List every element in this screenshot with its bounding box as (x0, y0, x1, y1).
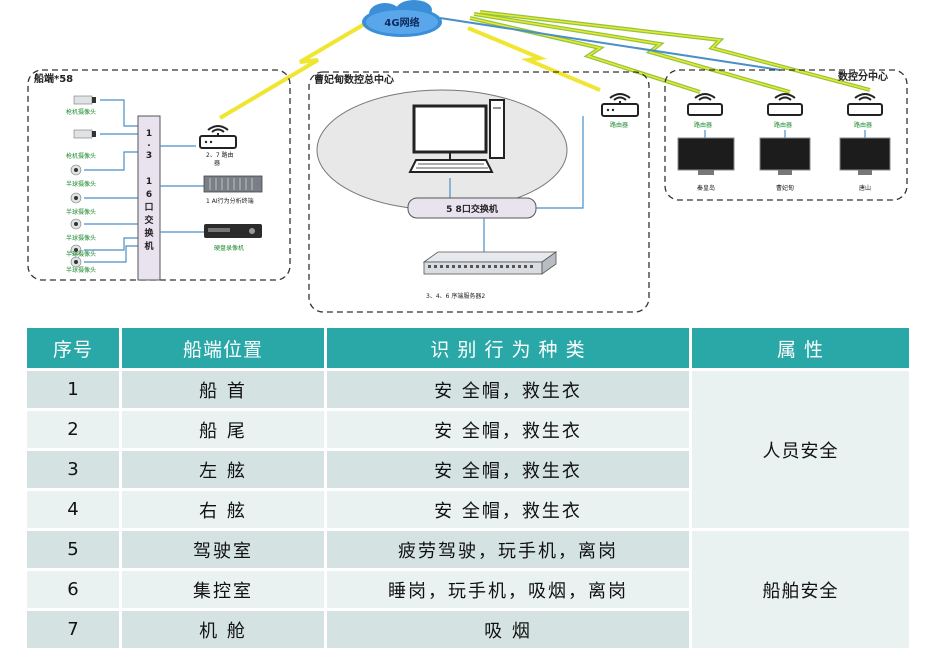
table-row: 5 驾驶室 疲劳驾驶，玩手机，离岗 船舶安全 (24, 528, 912, 651)
gun-camera-icon (73, 95, 96, 105)
header-behaviors: 识 别 行 为 种 类 (324, 325, 692, 371)
monitor-icon (677, 137, 735, 175)
dome-camera-icon (70, 256, 82, 268)
center-switch-label: 5 8口交换机 (446, 203, 498, 215)
row-behaviors: 睡岗，玩手机，吸烟，离岗 (324, 568, 692, 611)
header-location: 船端位置 (119, 325, 327, 371)
ship-switch (137, 115, 161, 281)
branch-site-2: 路由器 曹妃甸 (759, 93, 811, 192)
server-icon (422, 251, 558, 275)
camera-label: 半球摄像头 (66, 234, 96, 242)
wireless-link-branch-3b (479, 11, 871, 91)
table-row: 2 船 尾 安 全帽，救生衣 (24, 408, 911, 451)
row-location: 机 舱 (119, 608, 327, 651)
row-location: 驾驶室 (119, 528, 327, 571)
wireless-link-branch-2b (473, 13, 791, 93)
row-location: 右 舷 (119, 488, 327, 531)
camera-label: 枪机摄像头 (66, 108, 96, 116)
cloud-icon (362, 0, 442, 37)
header-no: 序号 (24, 325, 122, 371)
row-location: 船 尾 (119, 408, 327, 451)
camera-label: 半球摄像头 (66, 266, 96, 274)
monitor-icon (839, 137, 891, 175)
monitor-icon (759, 137, 811, 175)
center-region-title: 曹妃甸数控总中心 (314, 73, 394, 86)
ship-router-label: 2、7 路由器 (206, 151, 234, 167)
ai-terminal-icon (203, 175, 263, 193)
router-icon (199, 125, 237, 149)
branch-region-title: 数控分中心 (838, 70, 888, 83)
row-attribute: 人员安全 (689, 368, 912, 531)
branch-site-3: 路由器 唐山 (839, 93, 891, 192)
row-no: 1 (24, 368, 122, 411)
header-attribute: 属 性 (689, 325, 912, 371)
camera-list: 枪机摄像头 枪机摄像头 半球摄像头 半球摄像头 半球摄像头 半球摄像头 半球摄像… (66, 95, 96, 274)
computer-icon (408, 99, 505, 173)
table-row: 6 集控室 睡岗，玩手机，吸烟，离岗 (24, 568, 911, 611)
ship-switch-label-top: 1.3 (146, 129, 152, 161)
site-label: 曹妃甸 (776, 184, 794, 192)
camera-label: 半球摄像头 (66, 250, 96, 258)
switch-router-link (536, 116, 584, 209)
table-row: 3 左 舷 安 全帽，救生衣 (24, 448, 911, 491)
gun-camera-icon (73, 129, 96, 139)
network-diagram: 4G网络 船端*58 枪机摄像头 枪机摄像头 半球摄像头 半球摄像头 半球摄像头… (27, 0, 908, 313)
row-attribute: 船舶安全 (689, 528, 912, 651)
dome-camera-icon (70, 218, 82, 230)
branch-site-1: 路由器 秦皇岛 (677, 93, 735, 192)
nvr-label: 硬盘录像机 (214, 244, 244, 252)
table-row: 1 船 首 安 全帽，救生衣 人员安全 (24, 368, 912, 531)
camera-links (84, 99, 138, 263)
row-behaviors: 安 全帽，救生衣 (324, 368, 692, 411)
center-region (308, 71, 650, 313)
ship-device-links (160, 145, 204, 233)
center-router-label: 路由器 (610, 121, 628, 129)
row-behaviors: 安 全帽，救生衣 (324, 488, 692, 531)
wireless-links (218, 10, 871, 120)
row-no: 2 (24, 408, 122, 451)
router-icon (687, 93, 723, 116)
nvr-icon (204, 224, 262, 238)
camera-label: 半球摄像头 (66, 208, 96, 216)
dome-camera-icon (70, 192, 82, 204)
row-no: 5 (24, 528, 122, 571)
wireless-link-main (439, 17, 781, 71)
ai-terminal-label: 1 AI行为分析终端 (206, 197, 254, 205)
cloud-label: 4G网络 (384, 16, 419, 29)
row-behaviors: 吸 烟 (324, 608, 692, 651)
site-label: 秦皇岛 (697, 184, 715, 192)
table-row: 4 右 舷 安 全帽，救生衣 (24, 488, 911, 531)
row-behaviors: 安 全帽，救生衣 (324, 448, 692, 491)
camera-label: 枪机摄像头 (66, 152, 96, 160)
table-header-row: 序号 船端位置 识 别 行 为 种 类 属 性 (24, 325, 912, 371)
row-no: 6 (24, 568, 122, 611)
branch-router-label: 路由器 (774, 121, 792, 129)
row-no: 7 (24, 608, 122, 651)
row-no: 3 (24, 448, 122, 491)
router-icon (767, 93, 803, 116)
site-label: 唐山 (859, 184, 871, 192)
branch-router-label: 路由器 (694, 121, 712, 129)
router-icon (601, 93, 639, 117)
row-location: 船 首 (119, 368, 327, 411)
row-location: 集控室 (119, 568, 327, 611)
branch-router-label: 路由器 (854, 121, 872, 129)
behavior-table: 序号 船端位置 识 别 行 为 种 类 属 性 1 船 首 安 全帽，救生衣 人… (24, 325, 912, 651)
row-behaviors: 安 全帽，救生衣 (324, 408, 692, 451)
router-icon (847, 93, 883, 116)
dome-camera-icon (70, 164, 82, 176)
dome-camera-icon (70, 244, 82, 256)
table-row: 7 机 舱 吸 烟 (24, 608, 911, 651)
row-location: 左 舷 (119, 448, 327, 491)
row-behaviors: 疲劳驾驶，玩手机，离岗 (324, 528, 692, 571)
server-label: 3、4、6 序端服务器2 (426, 292, 485, 300)
ship-region-title: 船端*58 (34, 72, 73, 85)
row-no: 4 (24, 488, 122, 531)
wireless-link-branch-2 (473, 12, 791, 94)
wireless-link-center (467, 26, 601, 92)
camera-label: 半球摄像头 (66, 180, 96, 188)
wireless-link-ship (218, 20, 370, 120)
